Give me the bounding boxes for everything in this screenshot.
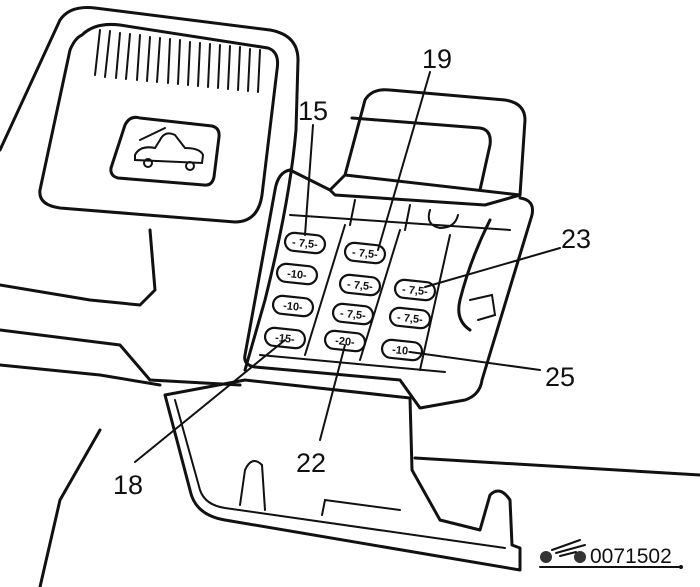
fuse-box [243,88,534,410]
fuse: -10- [271,294,315,318]
fuse: -15- [263,326,307,350]
callout-18: 18 [113,470,143,500]
fuse-body [388,306,432,330]
fuse-rating: - 7,5- [346,279,373,294]
fuse-rating: -10- [392,344,413,358]
fuse: - 7,5- [393,278,437,302]
fuse: - 7,5- [388,306,432,330]
fuse-rating: - 7,5- [351,247,378,262]
callout-19: 19 [422,44,452,74]
hood-release-lever [0,6,300,387]
leader-lines [134,71,561,463]
callout-25: 25 [545,362,575,392]
fuse-rating: -10- [287,268,308,282]
fuse-rating: - 7,5- [291,237,318,252]
fuses: - 7,5- -10- -10- -15- - 7,5- - 7,5- - 7,5- -20-… [263,231,437,362]
fuse-body [338,273,382,297]
fuse-body [271,294,315,318]
fuse: -10- [275,262,319,286]
fuse-rating: - 7,5- [396,312,423,327]
callout-22: 22 [296,448,326,478]
fuse-rating: -20- [335,335,356,349]
fuse-rating: - 7,5- [339,308,366,323]
fuse: -20- [323,329,367,353]
reference-number: 0071502 [590,545,672,568]
fuse: -10- [380,338,424,362]
fuse-body [380,338,424,362]
fuse-rating: -10- [283,300,304,314]
fuse-body [331,302,375,326]
fuse-rating: - 7,5- [401,284,428,299]
fuse: - 7,5- [338,273,382,297]
fuse-body [343,241,387,265]
car-logo-icon [540,539,586,563]
fuse-body [275,262,319,286]
callout-15: 15 [298,96,328,126]
hood-release-icon [109,115,221,187]
fuse-body [393,278,437,302]
callout-23: 23 [561,224,591,254]
fuse: - 7,5- [343,241,387,265]
fuse-box-lid [38,378,700,587]
fuse: - 7,5- [331,302,375,326]
fuse-body [263,326,307,350]
